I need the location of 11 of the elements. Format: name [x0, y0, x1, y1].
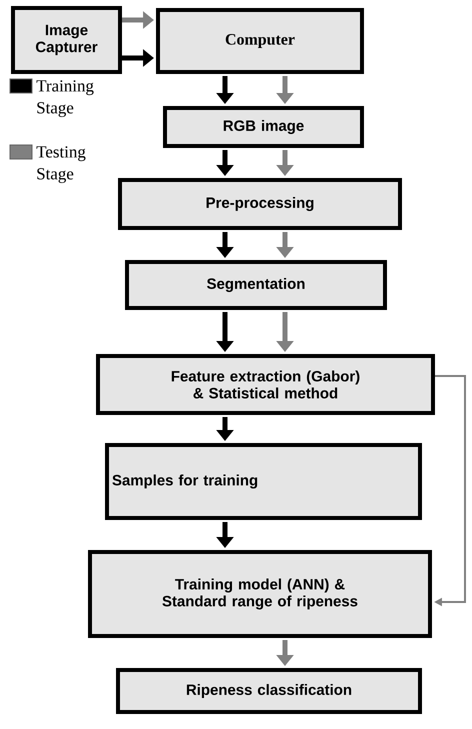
process-box: Training model (ANN) & Standard range of ripeness [88, 550, 432, 638]
process-box: Feature extraction (Gabor) & Statistical method [96, 354, 435, 415]
legend-label: Testing Stage [36, 146, 86, 183]
process-box: Segmentation [125, 260, 387, 310]
process-box: Pre-processing [118, 178, 402, 230]
process-box: RGB image [163, 106, 364, 148]
process-box: Computer [156, 8, 364, 74]
process-box: Image Capturer [11, 6, 122, 74]
legend-label: Training Stage [36, 80, 94, 117]
process-box: Samples for training [105, 443, 422, 520]
process-box: Ripeness classification [116, 668, 422, 714]
